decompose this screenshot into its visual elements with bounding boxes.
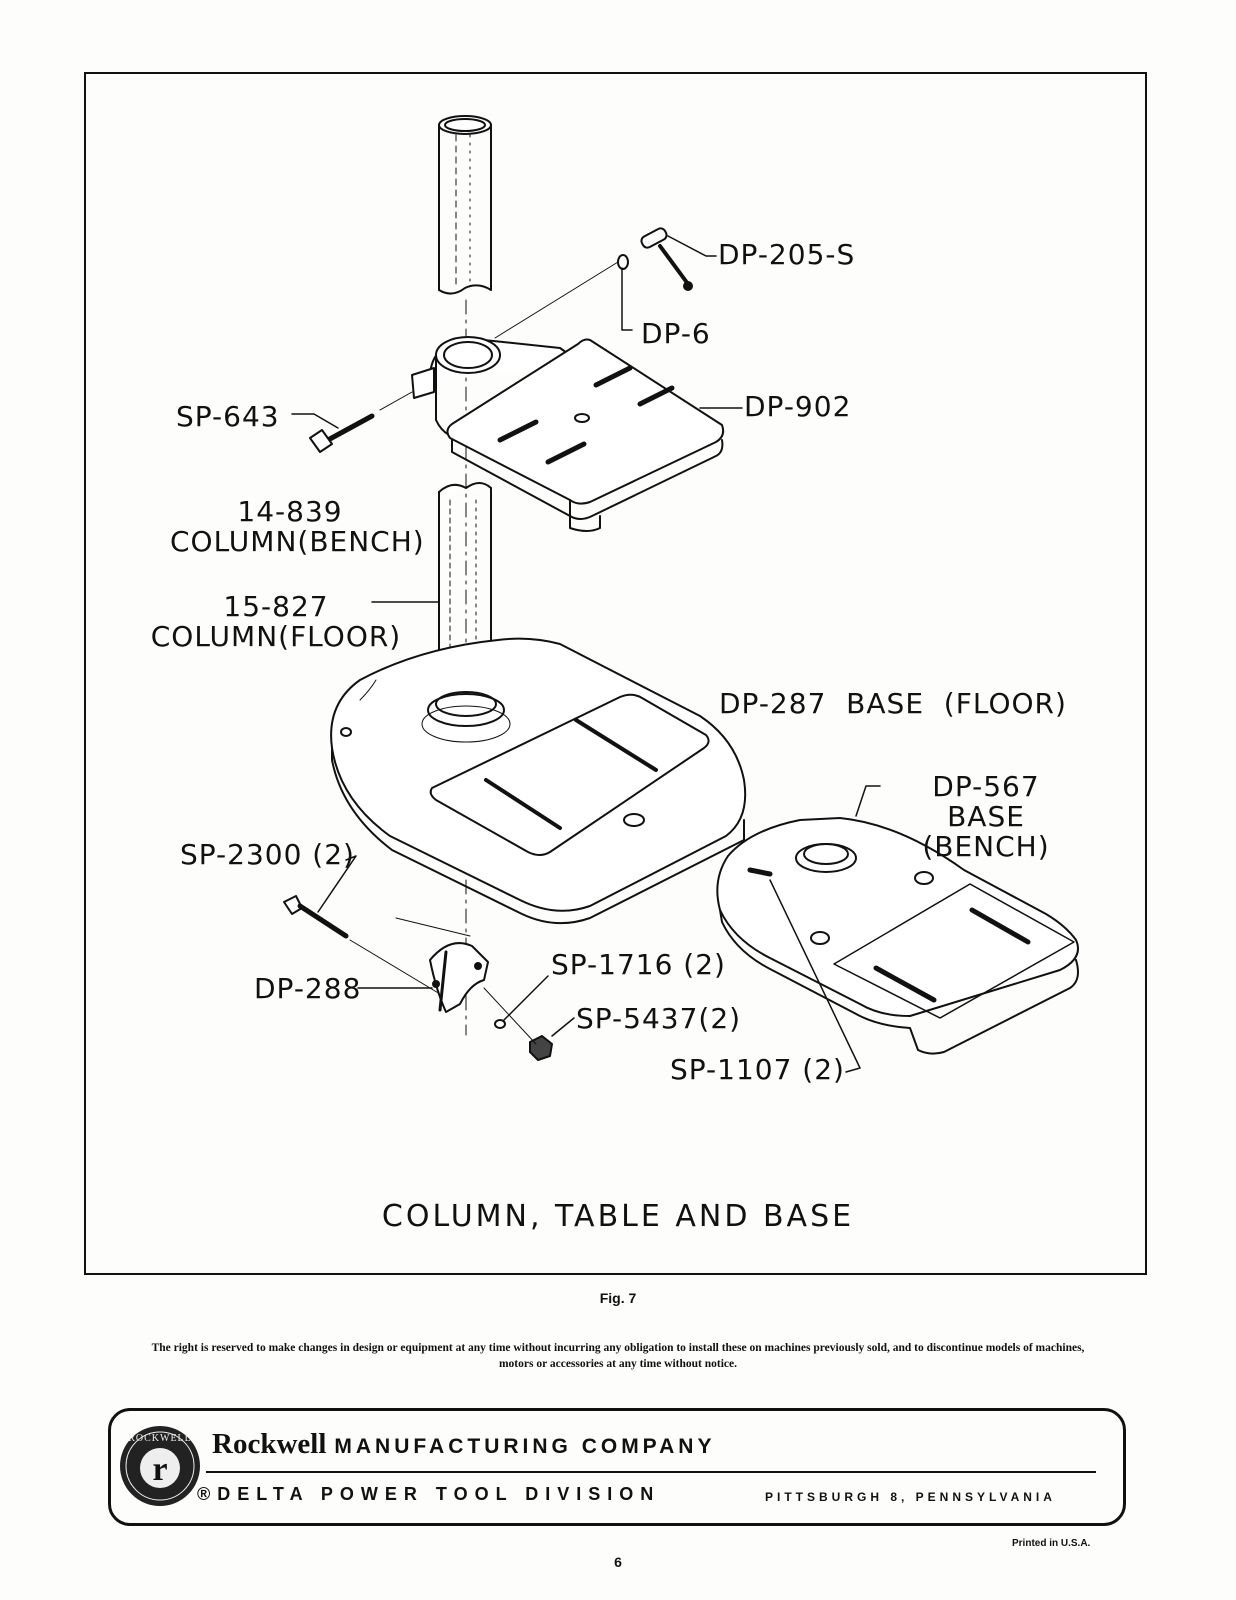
part-label-dp-6: DP-6 (641, 317, 711, 350)
part-label-sp-2300: SP-2300 (2) (180, 838, 355, 871)
logo-ring-text: ROCKWELL (128, 1433, 192, 1444)
company-name-script: Rockwell (212, 1428, 327, 1460)
page-number: 6 (614, 1554, 622, 1570)
disclaimer-notice: The right is reserved to make changes in… (151, 1342, 1085, 1370)
rockwell-logo: r ROCKWELL (120, 1426, 200, 1506)
part-label-dp-567: DP-567 BASE (BENCH) (922, 770, 1050, 864)
part-label-dp-902: DP-902 (744, 390, 852, 423)
lock-handle (640, 227, 693, 291)
figure-caption: Fig. 7 (599, 1290, 637, 1306)
part-label-dp-287: DP-287 BASE (FLOOR) (719, 687, 1067, 720)
leader-sp-5437 (551, 1017, 575, 1037)
leader-sp-1716 (503, 975, 549, 1021)
company-location: PITTSBURGH 8, PENNSYLVANIA (765, 1490, 1056, 1504)
leader-dp-205-s (667, 235, 717, 257)
floor-base (330, 637, 747, 925)
part-label-dp-288: DP-288 (254, 972, 362, 1005)
assembly-line-handle (494, 261, 619, 339)
logo-letter: r (152, 1451, 167, 1488)
banner-divider (206, 1471, 1096, 1473)
company-name: Rockwell MANUFACTURING COMPANY (212, 1428, 715, 1461)
leader-sp-2300 (317, 855, 357, 913)
column-clamp (395, 917, 489, 1013)
small-washer (494, 1019, 506, 1029)
washer (617, 254, 629, 270)
figure-title: COLUMN, TABLE AND BASE (381, 1199, 855, 1234)
company-name-rest: MANUFACTURING COMPANY (334, 1435, 716, 1458)
part-label-sp-1716: SP-1716 (2) (551, 948, 726, 981)
company-banner (108, 1408, 1126, 1526)
leader-sp-643 (291, 413, 339, 429)
assembly-line-nut (483, 987, 537, 1045)
part-label-column-floor: 15-827 COLUMN(FLOOR) (150, 590, 402, 654)
clamp-screw (309, 391, 413, 453)
part-label-sp-1107: SP-1107 (2) (670, 1053, 845, 1086)
division-name: ®DELTA POWER TOOL DIVISION (197, 1484, 661, 1504)
part-label-sp-643: SP-643 (176, 400, 280, 433)
table-assembly (411, 336, 725, 532)
part-label-column-bench: 14-839 COLUMN(BENCH) (170, 495, 425, 559)
printed-in-usa: Printed in U.S.A. (1012, 1538, 1091, 1549)
figure-frame (84, 72, 1147, 1275)
part-label-sp-5437: SP-5437(2) (576, 1002, 742, 1035)
leader-sp-1107 (769, 879, 861, 1073)
bench-base (716, 817, 1079, 1055)
leader-dp-6 (621, 267, 633, 331)
long-bolt (283, 895, 441, 995)
leader-dp-567 (855, 785, 881, 817)
part-label-dp-205-s: DP-205-S (718, 238, 856, 271)
upper-column-tube (438, 115, 492, 295)
hex-nut (529, 1035, 553, 1061)
